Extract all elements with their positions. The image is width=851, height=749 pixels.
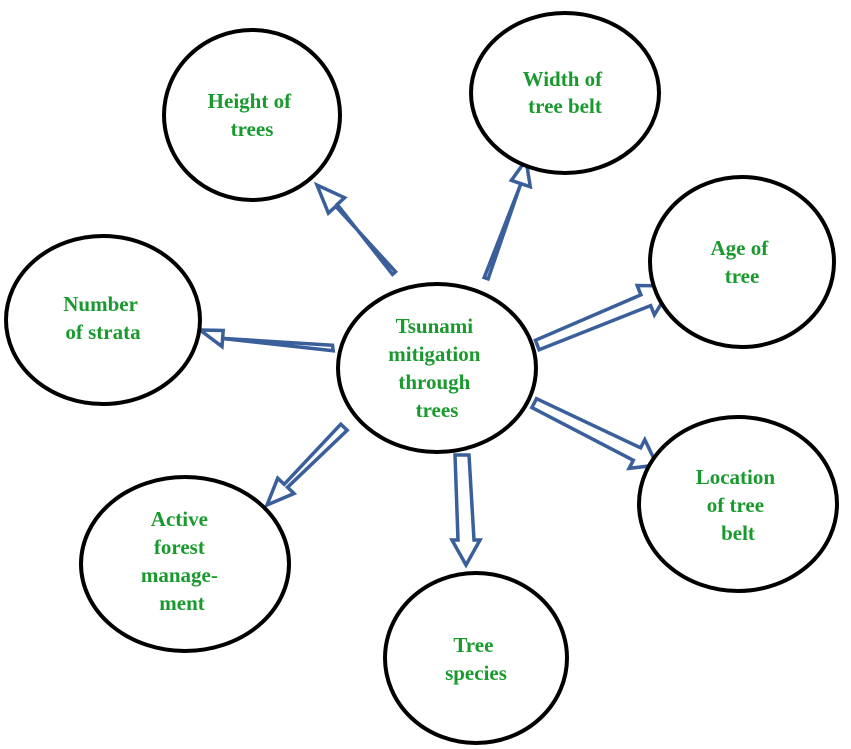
node-label-line: tree belt <box>528 94 602 118</box>
node-tree-species: Tree species <box>383 571 569 745</box>
node-active-forest-management: Active forest manage- ment <box>79 475 291 653</box>
node-label-line: manage- <box>141 563 218 587</box>
node-label-line: belt <box>721 521 755 545</box>
node-height-of-trees: Height of trees <box>162 28 342 202</box>
node-label-line: species <box>445 661 507 685</box>
node-label-line: Number <box>63 292 137 316</box>
svg-text:Active forest mana: Active forest manage- ment <box>141 507 223 615</box>
svg-text:Location of tree b: Location of tree belt <box>696 465 781 545</box>
node-label-line: Width of <box>523 67 604 91</box>
center-line: Tsunami <box>396 314 474 338</box>
center-line: mitigation <box>388 342 480 366</box>
center-line: through <box>398 370 470 394</box>
arrow-to-active-forest-management <box>263 421 350 509</box>
node-label-line: of tree <box>707 493 764 517</box>
node-location-of-tree-belt: Location of tree belt <box>637 415 839 593</box>
svg-text:Tsunami mitigation: Tsunami mitigation through trees <box>388 314 485 422</box>
node-number-of-strata: Number of strata <box>4 234 202 406</box>
arrow-to-height-of-trees <box>313 181 399 277</box>
center-node: Tsunami mitigation through trees <box>336 282 538 454</box>
svg-text:Width of tree belt: Width of tree belt <box>523 67 608 118</box>
svg-text:Number of strata: Number of strata <box>63 292 143 344</box>
arrow-to-tree-species <box>449 453 483 569</box>
node-label-line: tree <box>725 264 760 288</box>
arrow-to-width-of-tree-belt <box>481 155 533 282</box>
node-label-line: forest <box>154 535 205 559</box>
node-label-line: ment <box>159 591 205 615</box>
node-label-line: trees <box>231 117 274 141</box>
node-label-line: Location <box>696 465 776 489</box>
node-label-line: Age of <box>711 236 770 260</box>
node-label-line: Height of <box>208 89 292 113</box>
node-age-of-tree: Age of tree <box>648 175 836 349</box>
arrow-to-age-of-tree <box>533 283 676 352</box>
node-label-line: Tree <box>453 633 493 657</box>
arrow-to-number-of-strata <box>194 328 336 353</box>
svg-text:Age of tree: Age of tree <box>711 236 774 288</box>
arrow-to-location-of-tree-belt <box>529 396 660 471</box>
node-label-line: of strata <box>65 320 141 344</box>
node-width-of-tree-belt: Width of tree belt <box>469 11 661 175</box>
center-line: trees <box>416 398 459 422</box>
node-label-line: Active <box>151 507 208 531</box>
svg-text:Tree species: Tree species <box>445 633 507 685</box>
svg-text:Height of trees: Height of trees <box>208 89 297 141</box>
